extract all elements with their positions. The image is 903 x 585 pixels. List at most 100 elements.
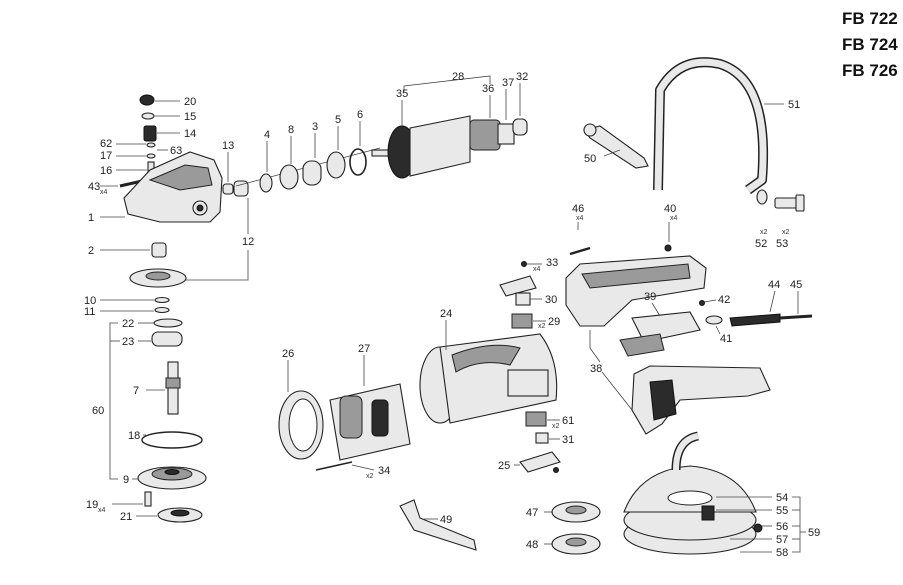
label-41: 41 [720,333,732,345]
qty-52: x2 [760,229,768,236]
label-11: 11 [84,306,95,318]
label-20: 20 [184,96,196,108]
part-53-bolt [774,194,805,212]
part-3-bearing [302,160,322,186]
qty-46: x4 [576,215,584,222]
part-52-washer [756,189,768,205]
label-30: 30 [545,294,557,306]
label-49: 49 [440,514,452,526]
label-25: 25 [498,460,510,472]
label-37: 37 [502,77,514,89]
part-24-motor-housing [419,333,558,424]
part-13-bushing [222,183,234,195]
label-5: 5 [335,114,341,126]
part-61-terminal [525,411,547,427]
label-14: 14 [184,128,196,140]
part-7-spindle [165,361,181,415]
label-8: 8 [288,124,294,136]
part-30-switch-block [515,292,531,306]
part-33-cover [499,275,537,297]
part-10-washer [154,296,170,304]
qty-19: x4 [98,507,106,514]
label-19: 19 [86,499,98,511]
part-31-block [535,432,549,444]
part-40-screw [664,244,672,252]
label-59: 59 [808,527,820,539]
part-44-cable-sleeve [729,313,781,327]
model-title-1: FB 722 [842,9,898,28]
label-24: 24 [440,308,452,320]
label-34: 34 [378,465,390,477]
part-27-stator [329,383,411,461]
label-7: 7 [133,385,139,397]
part-34-screw [315,461,353,471]
label-32: 32 [516,71,528,83]
part-22-circlip [153,318,183,328]
part-4-ring [259,173,273,193]
qty-33: x4 [533,266,541,273]
label-58: 58 [776,547,788,559]
part-5-ring [326,151,346,179]
label-17: 17 [100,150,112,162]
label-29: 29 [548,316,560,328]
qty-29: x2 [538,323,546,330]
label-28: 28 [452,71,464,83]
label-52: 52 [755,238,767,250]
label-44: 44 [768,279,780,291]
label-18: 18 [128,430,140,442]
label-33: 33 [546,257,558,269]
label-23: 23 [122,336,134,348]
label-13: 13 [222,140,234,152]
part-45-cable [779,314,813,320]
label-27: 27 [358,343,370,355]
label-50: 50 [584,153,596,165]
model-title-3: FB 726 [842,61,898,80]
label-22: 22 [122,318,134,330]
part-8-sleeve [279,164,299,190]
part-26-fan-ring [278,390,324,460]
label-47: 47 [526,507,538,519]
label-63: 63 [170,145,182,157]
label-54: 54 [776,492,788,504]
part-23-bearing [151,331,183,347]
label-4: 4 [264,129,270,141]
label-9: 9 [123,474,129,486]
qty-43: x4 [100,189,108,196]
part-20-cap [139,94,155,106]
part-6-washer [349,148,367,176]
part-48-flange [551,533,601,555]
part-2-sleeve [151,242,167,258]
qty-34: x2 [366,473,374,480]
part-25-cover [519,451,561,473]
label-46: 46 [572,203,584,215]
label-55: 55 [776,505,788,517]
label-38: 38 [590,363,602,375]
part-19-screw [144,491,152,507]
label-39: 39 [644,291,656,303]
label-31: 31 [562,434,574,446]
label-26: 26 [282,348,294,360]
part-29-terminal [511,313,533,329]
part-38-handle-shell [565,255,707,327]
label-62: 62 [100,138,112,150]
qty-61: x2 [552,423,560,430]
label-40: 40 [664,203,676,215]
part-12-bearing [233,180,249,197]
qty-40: x4 [670,215,678,222]
part-32-bearing [512,118,528,136]
label-10: 10 [84,295,96,307]
model-title-2: FB 724 [842,35,898,54]
part-1-gear-housing [123,151,223,223]
part-50-wrench [583,123,649,169]
label-48: 48 [526,539,538,551]
label-53: 53 [776,238,788,250]
label-1: 1 [88,212,94,224]
part-dust-hood [623,431,763,555]
label-21: 21 [120,511,132,523]
part-42-screw [699,300,705,306]
label-51: 51 [788,99,800,111]
label-36: 36 [482,83,494,95]
part-39-switch [619,311,701,357]
label-45: 45 [790,279,802,291]
